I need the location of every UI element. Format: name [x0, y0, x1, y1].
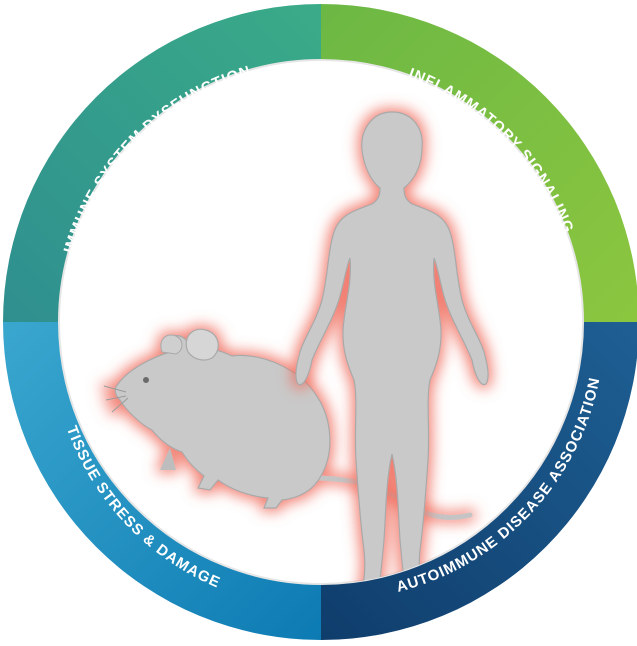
mouse-silhouette: [103, 328, 473, 521]
segment-autoimmune-disease-association: [321, 322, 637, 640]
human-silhouette: [295, 111, 489, 584]
segment-immune-system-dysfunction: [3, 4, 321, 322]
segment-inflammatory-signaling: [321, 4, 637, 322]
ring: [3, 4, 637, 640]
inner-disc-edge: [58, 59, 584, 585]
segment-tissue-stress-damage: [3, 322, 321, 640]
figures: [103, 111, 489, 584]
